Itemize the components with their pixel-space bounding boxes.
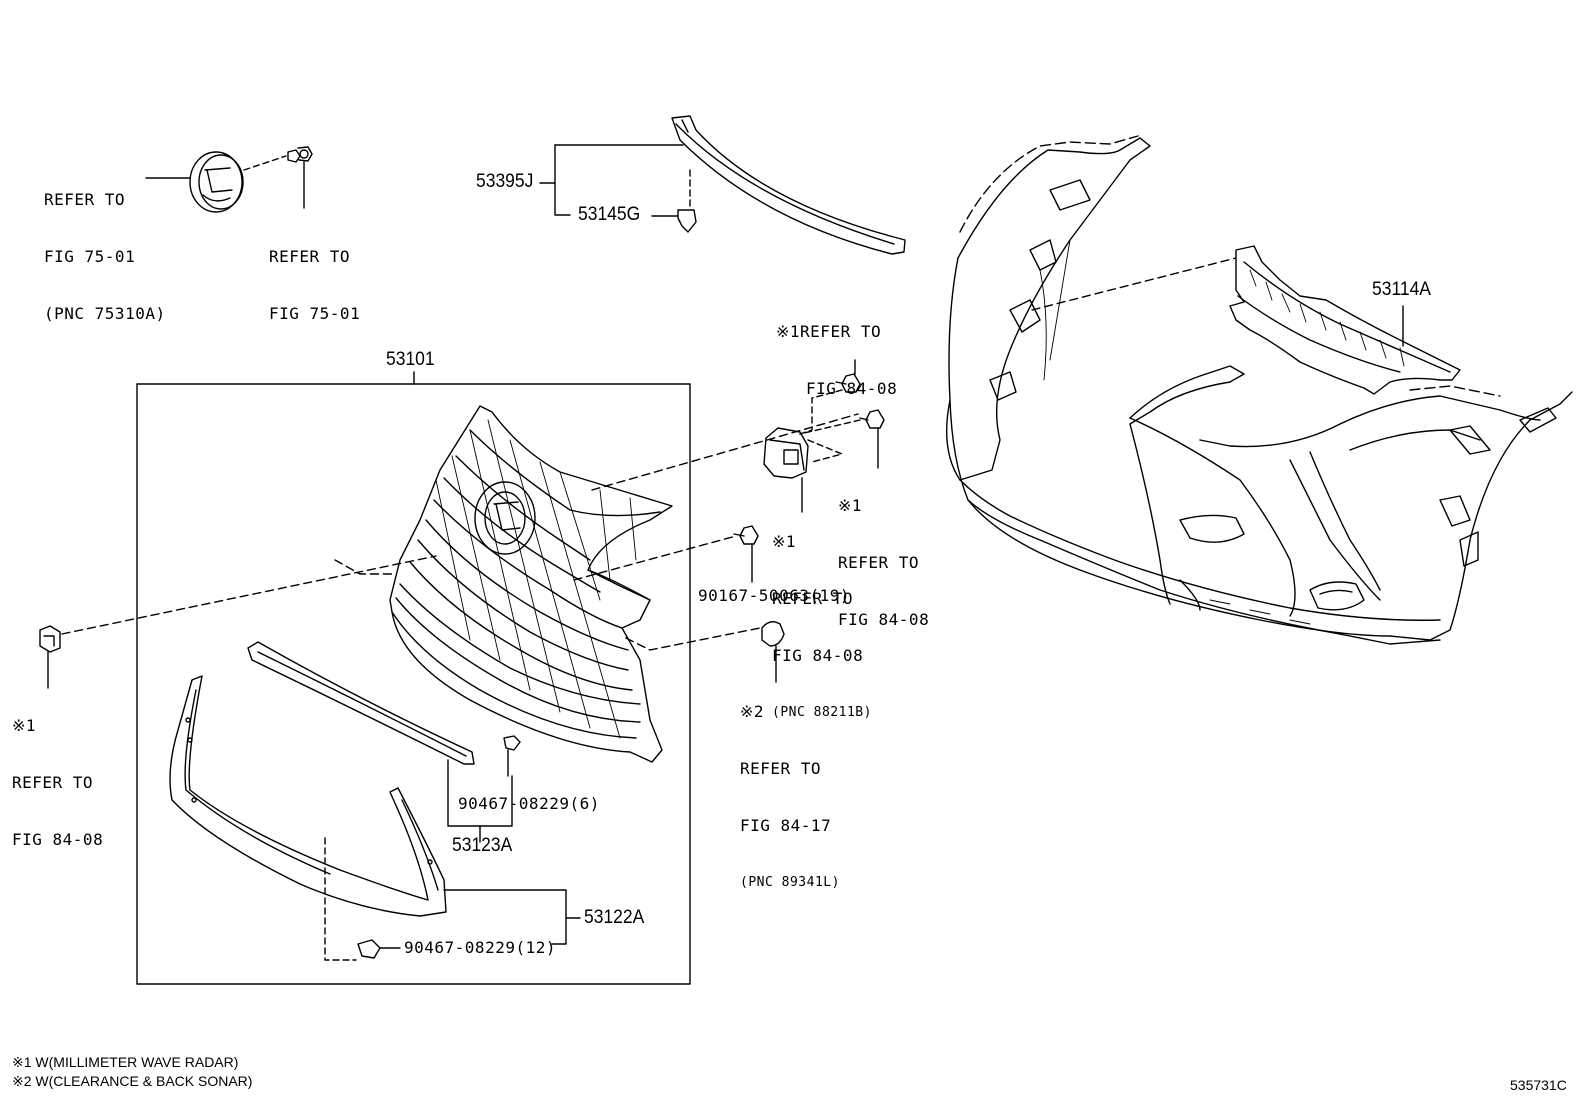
lower-grille-frame-drawing xyxy=(169,675,447,917)
lower-grille-molding-drawing xyxy=(247,641,475,765)
part-53145G-label: 53145G xyxy=(578,204,641,225)
emblem-screw-ref-line2: FIG 75-01 xyxy=(269,304,361,323)
emblem-drawing xyxy=(189,151,244,213)
sonar-ref-line2: REFER TO xyxy=(740,759,822,778)
bumper-retainer-drawing xyxy=(1229,245,1461,395)
part-53122A-label: 53122A xyxy=(584,907,645,928)
radar-bolt2-ref-line3: FIG 84-08 xyxy=(838,610,930,629)
radar-reference-label: ※1 REFER TO FIG 84-08 (PNC 88211B) xyxy=(772,494,872,741)
clip-90467-12-label: 90467-08229(12) xyxy=(404,938,556,957)
radar-ref-line4: (PNC 88211B) xyxy=(772,705,872,720)
part-53101-label: 53101 xyxy=(386,349,435,370)
clip-90467-6-label: 90467-08229(6) xyxy=(458,794,600,813)
left-bracket-reference-label: ※1 REFER TO FIG 84-08 xyxy=(12,678,103,868)
radar-ref-line1: ※1 xyxy=(772,532,797,551)
left-ref-line1: ※1 xyxy=(12,716,37,735)
molding-clip-drawing xyxy=(651,209,697,233)
radar-bolt2-reference-label: ※1 REFER TO FIG 84-08 xyxy=(838,458,929,648)
radar-ref-line2: REFER TO xyxy=(772,589,854,608)
radar-bolt-reference-label: ※1REFER TO FIG 84-08 xyxy=(776,284,897,417)
sonar-ref-line4: (PNC 89341L) xyxy=(740,875,840,890)
sonar-ref-line1: ※2 xyxy=(740,702,765,721)
radar-bolt2-ref-line1: ※1 xyxy=(838,496,863,515)
grille-clip-6-drawing xyxy=(503,735,521,777)
radar-bolt-ref-line2: FIG 84-08 xyxy=(806,379,898,398)
footnote-1: ※1 W(MILLIMETER WAVE RADAR) xyxy=(12,1054,239,1070)
emblem-screw-drawing xyxy=(287,146,313,163)
left-ref-line3: FIG 84-08 xyxy=(12,830,104,849)
sonar-ref-line3: FIG 84-17 xyxy=(740,816,832,835)
part-53114A-label: 53114A xyxy=(1372,279,1431,300)
emblem-ref-line1: REFER TO xyxy=(44,190,126,209)
figure-code: 535731C xyxy=(1510,1077,1567,1093)
radar-sensor-drawing xyxy=(763,427,809,479)
radar-ref-line3: FIG 84-08 xyxy=(772,646,864,665)
sonar-sensor-drawing xyxy=(761,621,785,647)
left-bracket-drawing xyxy=(39,625,61,653)
part-53123A-label: 53123A xyxy=(452,835,513,856)
upper-molding-drawing xyxy=(671,115,906,255)
sonar-reference-label: ※2 REFER TO FIG 84-17 (PNC 89341L) xyxy=(740,664,840,911)
emblem-screw-ref-line1: REFER TO xyxy=(269,247,351,266)
footnote-2: ※2 W(CLEARANCE & BACK SONAR) xyxy=(12,1073,253,1089)
emblem-ref-line3: (PNC 75310A) xyxy=(44,304,166,323)
frame-clip-12-drawing xyxy=(357,939,401,959)
bumper-cover-drawing xyxy=(946,135,1573,645)
part-53395J-label: 53395J xyxy=(476,171,534,192)
radar-bolt2-ref-line2: REFER TO xyxy=(838,553,920,572)
screw-90167-label: 90167-50063(19) xyxy=(698,586,850,605)
left-ref-line2: REFER TO xyxy=(12,773,94,792)
radiator-grille-drawing xyxy=(389,405,673,763)
emblem-reference-label: REFER TO FIG 75-01 (PNC 75310A) xyxy=(44,152,166,342)
emblem-ref-line2: FIG 75-01 xyxy=(44,247,136,266)
radar-bolt-ref-line1: ※1REFER TO xyxy=(776,322,882,341)
emblem-screw-reference-label: REFER TO FIG 75-01 xyxy=(269,209,360,342)
